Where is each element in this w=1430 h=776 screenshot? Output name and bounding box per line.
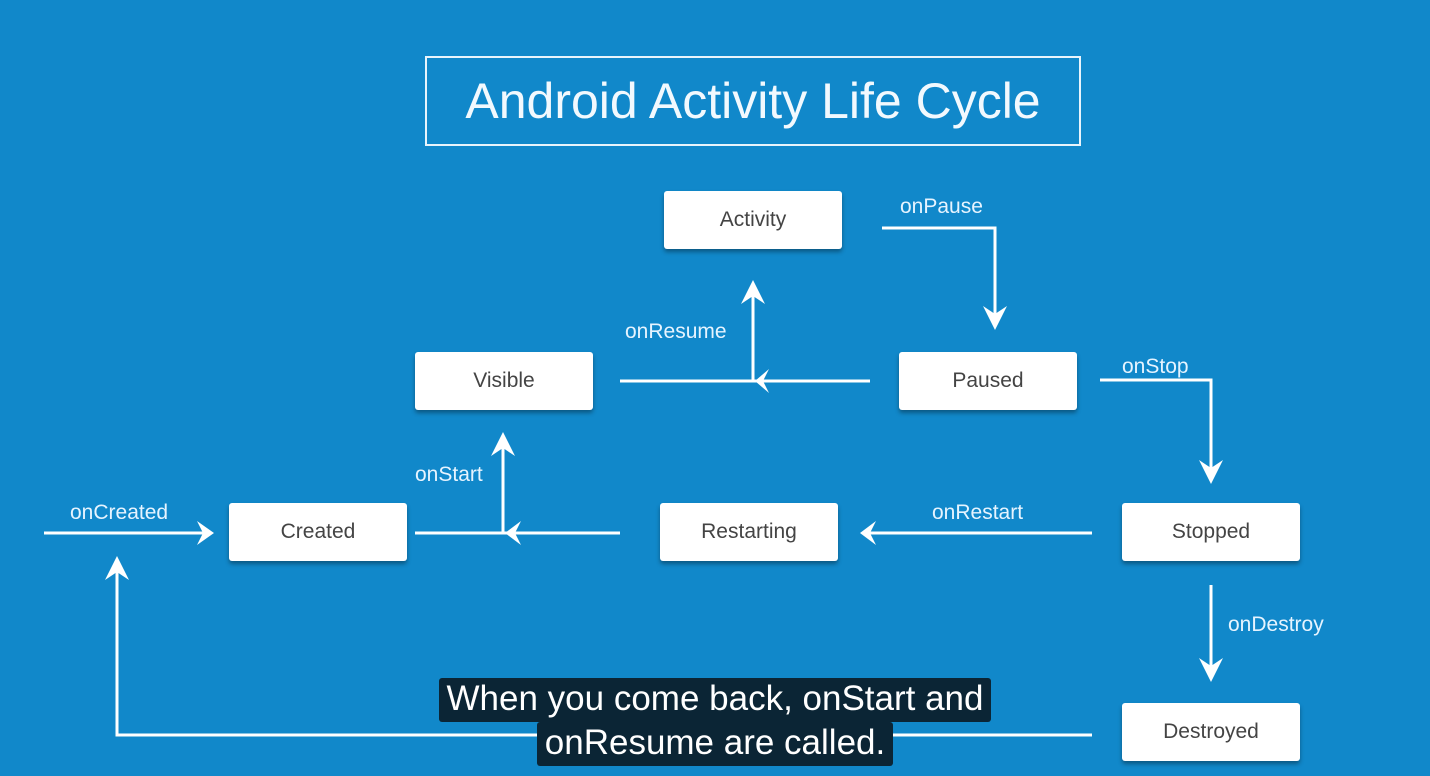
state-destroyed: Destroyed [1122, 703, 1300, 761]
arrowhead-down [1199, 658, 1223, 682]
state-created: Created [229, 503, 407, 561]
label-ondestroy: onDestroy [1228, 613, 1324, 636]
arrowhead-left [860, 521, 876, 545]
label-onstart: onStart [415, 463, 483, 486]
label-onstop: onStop [1122, 355, 1189, 378]
arrowhead-up [741, 280, 765, 304]
arrowhead-right [197, 521, 214, 545]
subtitle-line-1: When you come back, onStart and [0, 678, 1430, 722]
arrowhead-left [755, 369, 769, 393]
diagram-title: Android Activity Life Cycle [425, 56, 1081, 146]
label-onpause: onPause [900, 195, 983, 218]
subtitle-text: onResume are called. [536, 722, 894, 766]
label-onrestart: onRestart [932, 501, 1024, 524]
arrowhead-left [505, 521, 521, 545]
arrowhead-down [1199, 460, 1223, 484]
arrow-onstop [1100, 378, 1213, 472]
state-activity: Activity [664, 191, 842, 249]
arrowhead-down [983, 306, 1007, 330]
state-visible: Visible [415, 352, 593, 410]
label-oncreated: onCreated [70, 501, 169, 524]
subtitle-line-2: onResume are called. [0, 722, 1430, 766]
label-onresume: onResume [625, 320, 727, 343]
arrowhead-up [105, 556, 129, 580]
state-stopped: Stopped [1122, 503, 1300, 561]
state-restarting: Restarting [660, 503, 838, 561]
arrowhead-up [491, 432, 515, 456]
state-paused: Paused [899, 352, 1077, 410]
arrow-onpause [882, 226, 997, 318]
subtitle-text: When you come back, onStart and [438, 678, 992, 722]
